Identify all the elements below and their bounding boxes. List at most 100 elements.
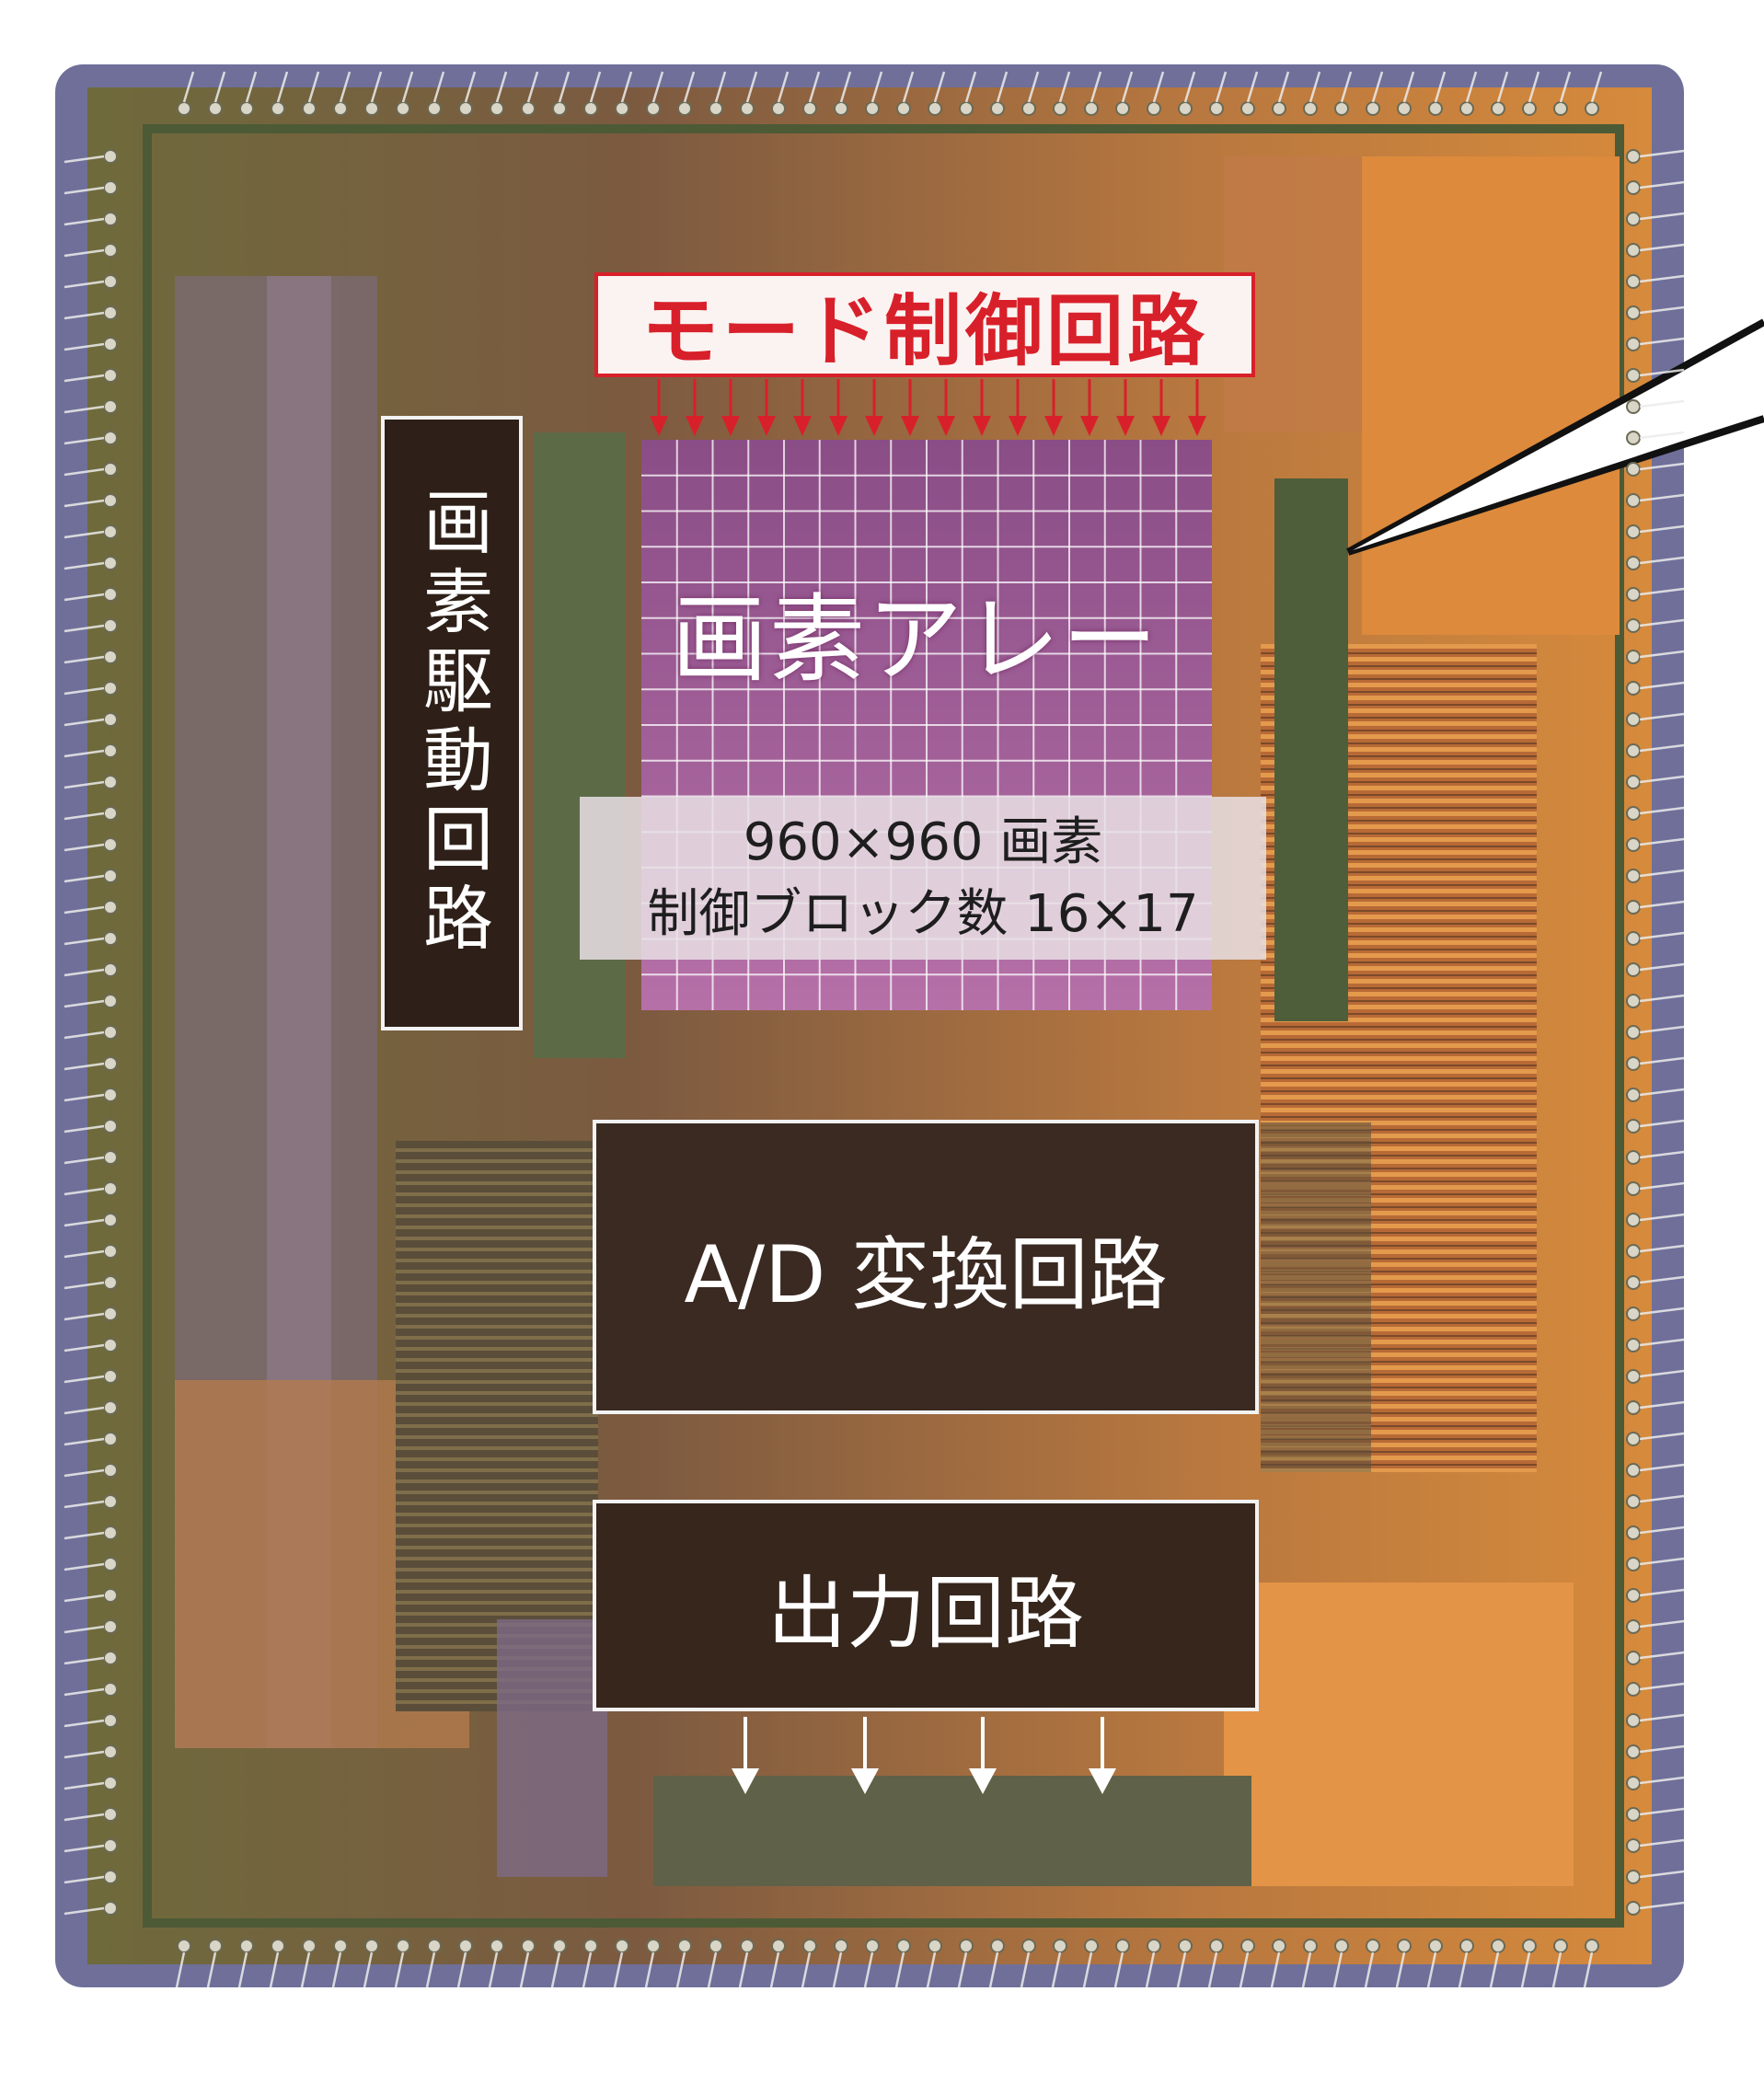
bond-wire — [206, 1951, 217, 1988]
bond-pad — [1626, 1181, 1641, 1196]
bond-pad — [1626, 1588, 1641, 1603]
bond-wire — [63, 1187, 105, 1196]
bond-pad — [1397, 101, 1412, 116]
bond-wire — [1639, 368, 1685, 377]
bond-pad — [1626, 337, 1641, 351]
bond-wire — [339, 71, 352, 103]
bond-wire — [495, 71, 508, 103]
bond-pad — [103, 1463, 118, 1478]
mode-arrow-head — [650, 416, 668, 436]
bond-wire — [425, 1951, 436, 1988]
bond-pad — [1626, 869, 1641, 883]
bond-wire — [1639, 900, 1685, 909]
bond-wire — [1145, 1951, 1156, 1988]
bond-wire — [1639, 1025, 1685, 1034]
bond-wire — [707, 1951, 718, 1988]
bond-pad — [552, 1939, 567, 1953]
ad-converter-label-box: A/D 変換回路 — [593, 1120, 1259, 1414]
bond-wire — [1639, 743, 1685, 753]
bond-pad — [1626, 650, 1641, 664]
bond-pad — [458, 101, 473, 116]
bond-pad — [1626, 1088, 1641, 1102]
bond-wire — [175, 1951, 186, 1988]
mode-arrow-head — [686, 416, 704, 436]
bond-wire — [1301, 1951, 1312, 1988]
bond-wire — [1639, 1369, 1685, 1378]
bond-wire — [1639, 1244, 1685, 1253]
bond-pad — [1626, 1682, 1641, 1697]
bond-wire — [526, 71, 539, 103]
bond-wire — [1113, 1951, 1124, 1988]
bond-pad — [103, 1306, 118, 1321]
bond-pad — [103, 556, 118, 570]
bond-pad — [1626, 681, 1641, 696]
bond-pad — [615, 1939, 629, 1953]
bond-pad — [1084, 101, 1099, 116]
bond-pad — [103, 149, 118, 164]
mode-arrow-head — [1152, 416, 1170, 436]
bond-pad — [1626, 1400, 1641, 1415]
mode-arrow-head — [901, 416, 919, 436]
bond-wire — [1639, 1056, 1685, 1065]
mode-arrow-head — [937, 416, 955, 436]
bond-pad — [396, 1939, 410, 1953]
bond-pad — [103, 1338, 118, 1353]
bond-pad — [1626, 806, 1641, 821]
bond-pad — [1428, 1939, 1443, 1953]
bond-wire — [300, 1951, 311, 1988]
bond-pad — [771, 1939, 786, 1953]
bond-wire — [363, 1951, 374, 1988]
bond-wire — [1639, 775, 1685, 784]
bond-pad — [802, 101, 817, 116]
bond-pad — [677, 101, 692, 116]
bond-pad — [1626, 462, 1641, 477]
bond-pad — [834, 1939, 848, 1953]
bond-wire — [801, 1951, 812, 1988]
bond-wire — [63, 655, 105, 664]
bond-wire — [63, 1875, 105, 1884]
callout-line-upper — [1346, 318, 1764, 556]
bond-wire — [63, 1406, 105, 1415]
bond-wire — [63, 155, 105, 164]
bond-wire — [63, 812, 105, 821]
bond-pad — [1626, 1275, 1641, 1290]
bond-pad — [1626, 212, 1641, 226]
bond-wire — [996, 71, 1009, 103]
bond-pad — [1626, 587, 1641, 602]
bond-wire — [63, 1468, 105, 1478]
bond-pad — [1303, 1939, 1318, 1953]
bond-pad — [177, 101, 191, 116]
mode-control-label-box: モード制御回路 — [594, 272, 1255, 377]
bond-pad — [1626, 618, 1641, 633]
bond-wire — [1639, 994, 1685, 1003]
bond-pad — [583, 1939, 598, 1953]
bond-pad — [1626, 274, 1641, 289]
bond-pad — [896, 1939, 911, 1953]
mode-arrow-head — [1116, 416, 1135, 436]
bond-wire — [63, 248, 105, 258]
bond-pad — [103, 524, 118, 539]
bond-pad — [103, 1150, 118, 1165]
right-orange-block-bottom — [1224, 1583, 1574, 1886]
mode-arrow-head — [1044, 416, 1063, 436]
bond-wire — [1639, 1807, 1685, 1816]
bond-pad — [1021, 1939, 1036, 1953]
output-arrow-head — [969, 1768, 997, 1794]
bond-wire — [1340, 71, 1353, 103]
bond-pad — [1626, 837, 1641, 852]
bond-pad — [1147, 1939, 1161, 1953]
bond-wire — [1183, 71, 1196, 103]
bond-pad — [1626, 931, 1641, 946]
bond-wire — [714, 71, 727, 103]
bond-pad — [103, 1369, 118, 1384]
callout-wedge — [1353, 328, 1764, 550]
mode-arrow-head — [1080, 416, 1099, 436]
bond-pad — [1626, 243, 1641, 258]
bond-wire — [432, 71, 445, 103]
bond-wire — [63, 217, 105, 226]
bond-pad — [959, 1939, 974, 1953]
bond-wire — [63, 1249, 105, 1259]
bond-wire — [394, 1951, 405, 1988]
bond-wire — [1639, 931, 1685, 940]
